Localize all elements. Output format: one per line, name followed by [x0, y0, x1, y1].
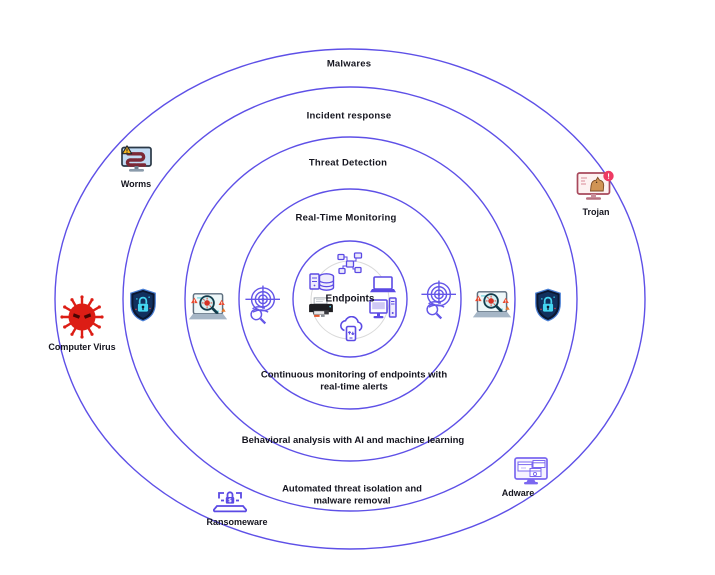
cloud-mobile-sync-icon	[340, 316, 363, 342]
ring-label-threat-detection: Threat Detection	[308, 157, 388, 169]
ransomware-laptop-icon	[213, 491, 247, 513]
adware-label: Adware	[501, 488, 535, 498]
ring-real-time-monitoring	[238, 188, 462, 410]
target-search-icon	[420, 280, 456, 320]
trojan-label: Trojan	[582, 207, 610, 217]
desc-incident-response: Automated threat isolation and malware r…	[282, 483, 422, 507]
shield-lock-icon	[534, 288, 562, 322]
malware-scan-laptop-icon	[471, 290, 513, 319]
worm-monitor-icon	[120, 145, 153, 174]
ransomeware-label: Ransomeware	[206, 517, 268, 527]
computer-virus-label: Computer Virus	[48, 342, 116, 352]
desc-threat-detection: Behavioral analysis with AI and machine …	[241, 434, 465, 446]
ring-label-real-time-monitoring: Real-Time Monitoring	[295, 212, 397, 224]
endpoints-label: Endpoints	[325, 293, 375, 305]
concentric-rings	[54, 48, 646, 550]
laptop-icon	[370, 276, 396, 294]
ring-endpoints-core	[292, 240, 408, 358]
ring-malwares	[54, 48, 646, 550]
trojan-monitor-icon	[576, 170, 615, 201]
worms-label: Worms	[120, 179, 152, 189]
server-database-icon	[309, 273, 335, 291]
desc-real-time-monitoring: Continuous monitoring of endpoints with …	[260, 369, 448, 393]
malware-scan-laptop-icon	[187, 292, 229, 321]
shield-lock-icon	[129, 288, 157, 322]
target-search-icon	[244, 285, 280, 325]
ring-incident-response	[122, 86, 578, 512]
adware-monitor-icon	[514, 457, 548, 486]
ring-threat-detection	[184, 136, 516, 462]
computer-virus-icon	[59, 294, 105, 340]
network-nodes-icon	[337, 252, 363, 275]
ring-label-incident-response: Incident response	[306, 110, 392, 122]
ring-label-malwares: Malwares	[326, 58, 372, 70]
